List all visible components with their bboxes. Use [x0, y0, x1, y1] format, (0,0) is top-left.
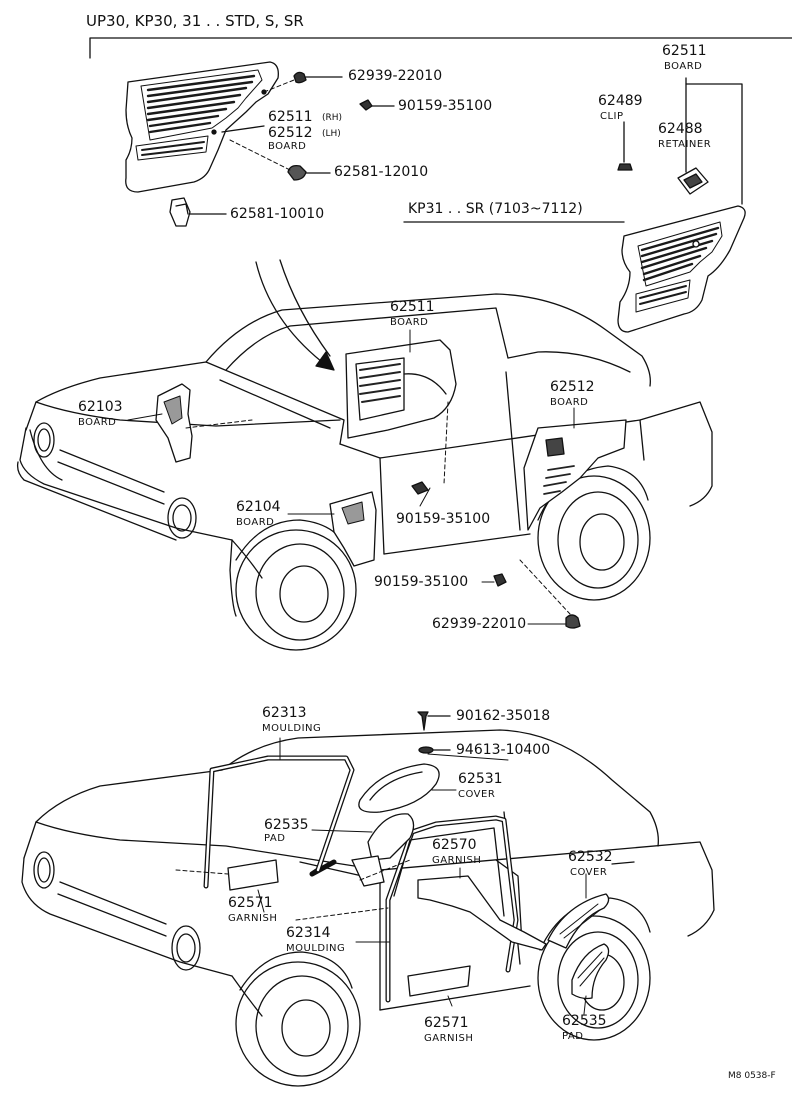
model-title-inset: KP31 . . SR (7103~7112) [408, 201, 583, 217]
part-name-62511-car: BOARD [390, 317, 429, 328]
clip-62581-12010 [287, 164, 331, 181]
leaders-car-lower [257, 737, 587, 1015]
part-number-62103: 62103 [78, 399, 123, 415]
part-number-90162: 90162-35018 [456, 708, 551, 724]
board-62103-on-car [155, 383, 193, 463]
dashed-leaders-car-upper [185, 401, 571, 615]
fasteners-car-upper [411, 481, 581, 629]
part-number-62488: 62488 [658, 121, 703, 137]
garnish-62571-door [407, 965, 471, 997]
part-name-62313: MOULDING [262, 723, 322, 734]
part-number-62511-inset: 62511 [662, 43, 707, 59]
part-qual-lh: (LH) [322, 129, 341, 139]
part-number-62511-rh: 62511 [268, 109, 313, 125]
leaders-car-upper [127, 329, 575, 625]
screw-90159-top [359, 99, 395, 111]
part-number-62571-front: 62571 [228, 895, 273, 911]
model-bracket [89, 37, 792, 59]
board-62511-on-car [345, 339, 457, 439]
part-number-62570: 62570 [432, 837, 477, 853]
board-62104-on-car [329, 491, 377, 567]
part-number-90159-top: 90159-35100 [398, 98, 493, 114]
pad-62535-rear [571, 943, 610, 1000]
part-number-62512-car: 62512 [550, 379, 595, 395]
part-number-94613: 94613-10400 [456, 742, 551, 758]
part-number-90159-mid: 90159-35100 [396, 511, 491, 527]
leader-62532 [611, 861, 635, 865]
part-number-62104: 62104 [236, 499, 281, 515]
part-number-62313: 62313 [262, 705, 307, 721]
car-body-lower [21, 729, 715, 1087]
retainer-62488 [677, 167, 709, 195]
dashed-leaders-car-lower [175, 859, 411, 921]
car-body-upper [16, 293, 713, 651]
part-name-62571-lower: GARNISH [424, 1033, 474, 1044]
fastener-62939-top [293, 71, 343, 84]
part-number-62939-top: 62939-22010 [348, 68, 443, 84]
part-number-62512-lh: 62512 [268, 125, 313, 141]
clip-62581-10010 [169, 197, 227, 227]
leader-board-rh-lh [221, 125, 265, 133]
part-name-62511-inset: BOARD [664, 61, 703, 72]
moulding-62314 [385, 815, 519, 1003]
part-number-62535-lower: 62535 [562, 1013, 607, 1029]
clip-62489 [617, 163, 633, 171]
part-name-62488: RETAINER [658, 139, 712, 150]
model-title-top: UP30, KP30, 31 . . STD, S, SR [86, 12, 304, 30]
part-name-62104: BOARD [236, 517, 275, 528]
part-number-62535-upper: 62535 [264, 817, 309, 833]
part-name-62512-car: BOARD [550, 397, 589, 408]
part-name-62571-front: GARNISH [228, 913, 278, 924]
part-name-62570: GARNISH [432, 855, 482, 866]
part-number-62581-12010: 62581-12010 [334, 164, 429, 180]
quarter-board-inset [617, 205, 746, 333]
part-name-62314: MOULDING [286, 943, 346, 954]
moulding-62313 [203, 755, 355, 889]
part-name-62535-upper: PAD [264, 833, 286, 844]
part-name-62532: COVER [570, 867, 608, 878]
garnish-62570 [417, 875, 547, 951]
part-number-62581-10010: 62581-10010 [230, 206, 325, 222]
part-number-62511-car: 62511 [390, 299, 435, 315]
part-name-62531: COVER [458, 789, 496, 800]
part-number-62939-low: 62939-22010 [432, 616, 527, 632]
cover-62531 [358, 763, 440, 813]
part-number-62314: 62314 [286, 925, 331, 941]
part-name-62103: BOARD [78, 417, 117, 428]
washer-94613 [418, 746, 451, 754]
screw-90162 [417, 711, 451, 731]
part-number-62489: 62489 [598, 93, 643, 109]
inset-bracket [403, 77, 743, 223]
cover-62532 [547, 893, 610, 949]
part-qual-rh: (RH) [322, 113, 343, 123]
part-number-62531: 62531 [458, 771, 503, 787]
board-62512-on-car [523, 419, 627, 531]
part-name-62535-lower: PAD [562, 1031, 584, 1042]
leader-dashes-top [229, 79, 295, 171]
part-name-62512-lh: BOARD [268, 141, 307, 152]
quarter-board-top-left [125, 61, 279, 193]
part-name-62489: CLIP [600, 111, 624, 122]
pad-62535-upper [351, 813, 415, 887]
diagram-code: M8 0538-F [728, 1071, 776, 1081]
part-number-90159-low: 90159-35100 [374, 574, 469, 590]
part-number-62571-lower: 62571 [424, 1015, 469, 1031]
part-number-62532: 62532 [568, 849, 613, 865]
garnish-62571-front [227, 859, 279, 891]
